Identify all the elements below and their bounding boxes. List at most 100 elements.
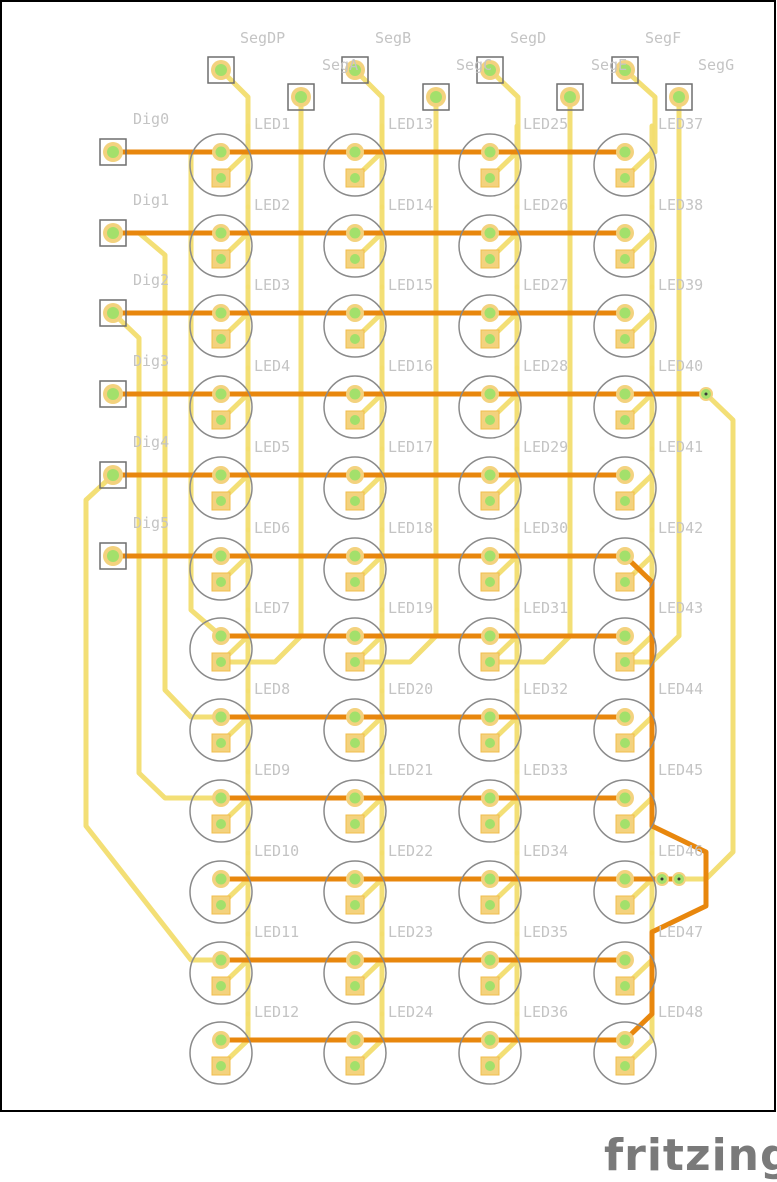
- led-footprint: [323, 294, 387, 358]
- led-label: LED34: [523, 842, 568, 860]
- digit-header-pin: [99, 138, 127, 166]
- led-footprint: [323, 860, 387, 924]
- led-footprint: [593, 860, 657, 924]
- led-label: LED41: [658, 438, 703, 456]
- digit-header-pin: [99, 299, 127, 327]
- led-label: LED45: [658, 761, 703, 779]
- led-label: LED25: [523, 115, 568, 133]
- led-label: LED48: [658, 1003, 703, 1021]
- led-footprint: [593, 779, 657, 843]
- digit-header-pin: [99, 380, 127, 408]
- led-label: LED43: [658, 599, 703, 617]
- led-footprint: [458, 779, 522, 843]
- led-label: LED15: [388, 276, 433, 294]
- led-label: LED20: [388, 680, 433, 698]
- led-footprint: [458, 294, 522, 358]
- digit-return-trace: [83, 472, 224, 963]
- via: [655, 872, 669, 886]
- led-footprint: [323, 617, 387, 681]
- led-label: LED47: [658, 923, 703, 941]
- led-footprint: [189, 456, 253, 520]
- segment-label: SegB: [375, 29, 411, 47]
- led-label: LED1: [254, 115, 290, 133]
- segment-label: SegF: [645, 29, 681, 47]
- led-footprint: [593, 133, 657, 197]
- led-label: LED24: [388, 1003, 433, 1021]
- led-footprint: [323, 698, 387, 762]
- led-label: LED7: [254, 599, 290, 617]
- led-footprint: [593, 698, 657, 762]
- led-footprint: [323, 456, 387, 520]
- digit-label: Dig1: [133, 191, 169, 209]
- led-label: LED8: [254, 680, 290, 698]
- fritzing-brand-logo: fritzing: [604, 1130, 777, 1181]
- led-label: LED44: [658, 680, 703, 698]
- led-footprint: [189, 375, 253, 439]
- led-label: LED26: [523, 196, 568, 214]
- led-footprint: [458, 617, 522, 681]
- led-label: LED3: [254, 276, 290, 294]
- led-footprint: [593, 537, 657, 601]
- led-footprint: [593, 294, 657, 358]
- digit-label: Dig4: [133, 433, 169, 451]
- led-label: LED23: [388, 923, 433, 941]
- seg-feeder-trace: [622, 67, 658, 155]
- led-label: LED11: [254, 923, 299, 941]
- seg-header-pin: [341, 56, 369, 84]
- seg-header-pin: [476, 56, 504, 84]
- digit-return-trace: [622, 553, 709, 1043]
- led-footprint: [593, 617, 657, 681]
- segment-label: SegC: [456, 56, 492, 74]
- led-footprint: [323, 537, 387, 601]
- via: [699, 387, 713, 401]
- led-footprint: [593, 1021, 657, 1085]
- led-label: LED4: [254, 357, 290, 375]
- led-label: LED36: [523, 1003, 568, 1021]
- digit-return-trace: [188, 149, 224, 639]
- led-footprint: [189, 214, 253, 278]
- led-label: LED27: [523, 276, 568, 294]
- digit-label: Dig5: [133, 514, 169, 532]
- led-label: LED42: [658, 519, 703, 537]
- led-label: LED31: [523, 599, 568, 617]
- led-label: LED33: [523, 761, 568, 779]
- seg-feeder-trace: [622, 94, 682, 665]
- led-footprint: [189, 537, 253, 601]
- label-layer: SegDPSegASegBSegCSegDSegESegFSegGDig0Dig…: [133, 29, 734, 1021]
- via: [672, 872, 686, 886]
- digit-header-pin: [99, 542, 127, 570]
- led-label: LED39: [658, 276, 703, 294]
- led-footprint: [189, 1021, 253, 1085]
- led-label: LED29: [523, 438, 568, 456]
- seg-header-pin: [611, 56, 639, 84]
- led-footprint: [458, 214, 522, 278]
- led-footprint: [323, 375, 387, 439]
- top-trace-layer: [110, 149, 709, 1043]
- digit-return-trace: [676, 391, 736, 882]
- led-label: LED12: [254, 1003, 299, 1021]
- led-label: LED13: [388, 115, 433, 133]
- led-label: LED46: [658, 842, 703, 860]
- led-label: LED22: [388, 842, 433, 860]
- led-footprint: [458, 698, 522, 762]
- led-label: LED35: [523, 923, 568, 941]
- led-footprint: [593, 941, 657, 1005]
- seg-header-pin: [207, 56, 235, 84]
- led-footprint: [593, 456, 657, 520]
- led-label: LED19: [388, 599, 433, 617]
- led-label: LED10: [254, 842, 299, 860]
- led-label: LED14: [388, 196, 433, 214]
- segment-label: SegD: [510, 29, 546, 47]
- component-layer: [99, 56, 713, 1085]
- led-footprint: [593, 375, 657, 439]
- led-label: LED9: [254, 761, 290, 779]
- led-label: LED5: [254, 438, 290, 456]
- seg-header-pin: [556, 83, 584, 111]
- digit-label: Dig3: [133, 352, 169, 370]
- led-footprint: [458, 375, 522, 439]
- led-footprint: [323, 133, 387, 197]
- led-label: LED6: [254, 519, 290, 537]
- seg-header-pin: [287, 83, 315, 111]
- led-label: LED37: [658, 115, 703, 133]
